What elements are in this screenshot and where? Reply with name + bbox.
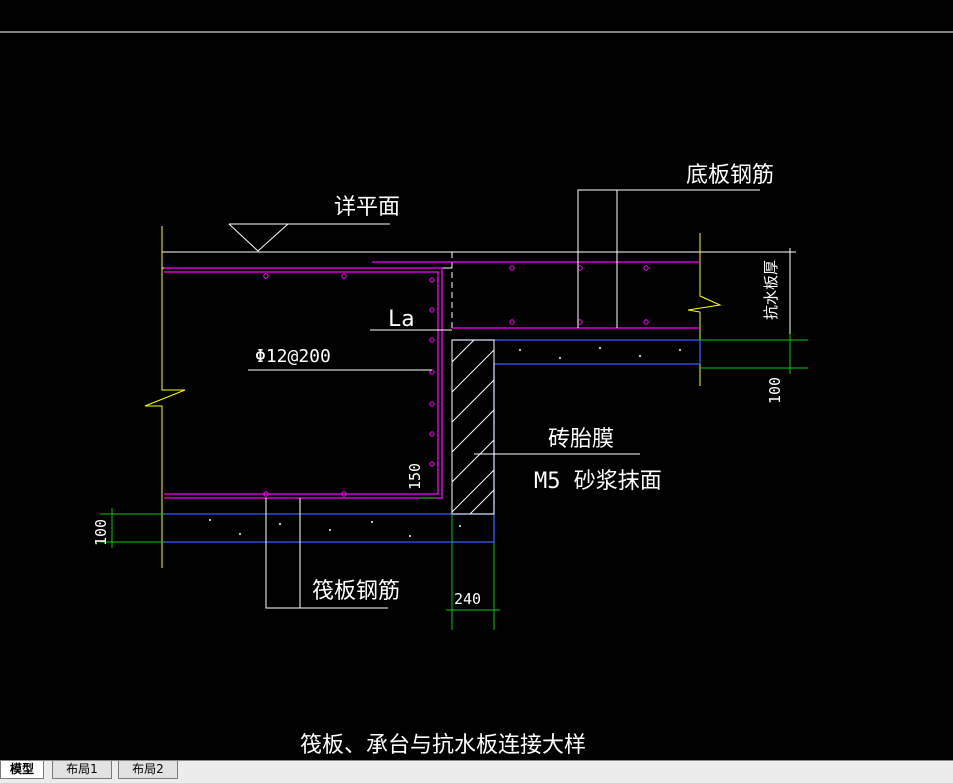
tab-model[interactable]: 模型 [0,761,44,779]
right-100-dimension: 100 [700,334,808,404]
la-label: La [388,307,415,332]
svg-text:150: 150 [406,463,424,490]
dim-240: 240 [446,514,500,630]
svg-text:砖胎膜: 砖胎膜 [548,427,614,452]
svg-text:100: 100 [92,519,110,546]
anti-water-thickness-dimension: 抗水板厚 [762,248,796,346]
rebar-spec-label: Φ12@200 [255,346,331,367]
left-break-line [144,226,186,568]
dim-150: 150 [406,463,436,499]
left-100-dimension: 100 [92,508,164,548]
svg-text:M5 砂浆抹面: M5 砂浆抹面 [534,469,662,494]
svg-text:抗水板厚: 抗水板厚 [762,260,780,320]
brick-form-leader: 砖胎膜 M5 砂浆抹面 [474,427,662,494]
concrete-speckles [209,347,681,537]
bottom-slab-rebar-leader [577,189,760,328]
bottom-slab-rebar-label: 底板钢筋 [686,163,774,188]
svg-text:240: 240 [454,590,481,608]
rebar-dots [263,265,649,497]
svg-text:100: 100 [766,377,784,404]
cad-drawing-canvas[interactable]: 详平面 [0,0,953,760]
tab-layout2[interactable]: 布局2 [118,761,178,779]
tab-layout1[interactable]: 布局1 [52,761,112,779]
drawing-title: 筏板、承台与抗水板连接大样 [300,733,586,758]
layout-tab-bar: 模型 布局1 布局2 [0,760,953,783]
svg-text:筏板钢筋: 筏板钢筋 [312,579,400,604]
rebar-lines [164,261,700,499]
detail-plan-label: 详平面 [334,195,400,220]
level-marker: 详平面 [228,195,400,252]
raft-rebar-leader: 筏板钢筋 [265,498,400,609]
brick-form-hatch [451,339,495,515]
right-break-line [687,233,722,386]
